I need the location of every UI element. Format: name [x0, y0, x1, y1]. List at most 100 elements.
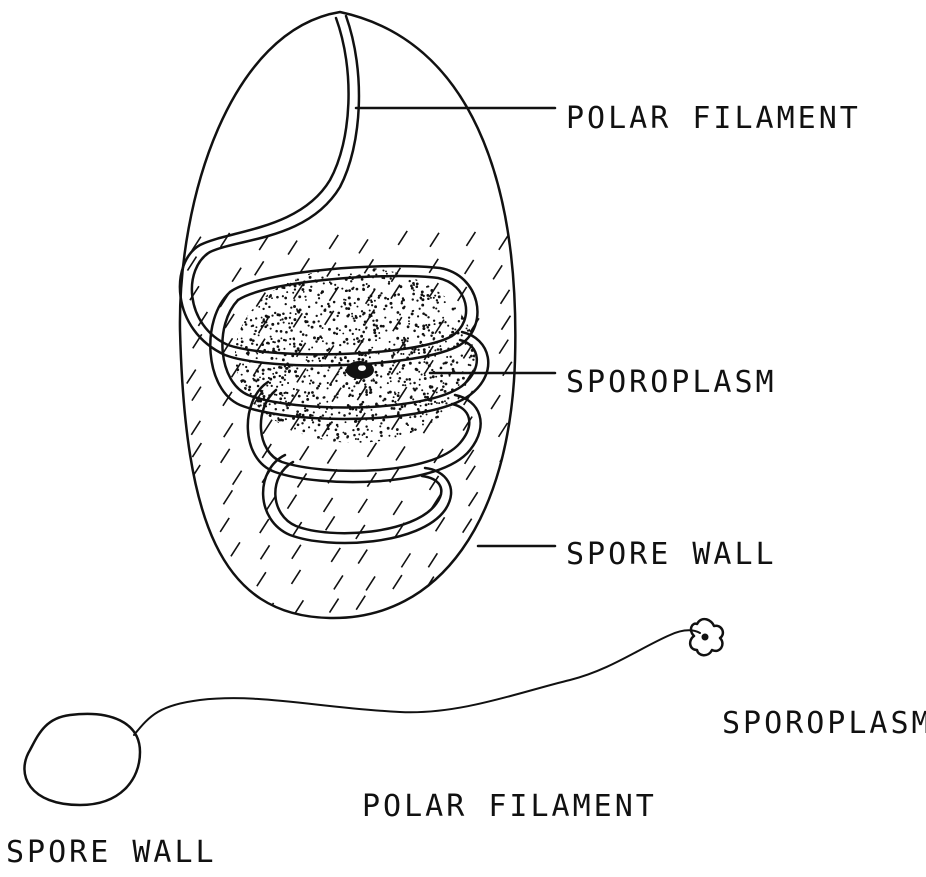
hatch-mark — [463, 519, 472, 533]
stipple-dot — [270, 267, 272, 269]
stipple-dot — [261, 270, 264, 273]
stipple-dot — [391, 354, 394, 357]
stipple-dot — [256, 298, 259, 301]
stipple-dot — [364, 354, 367, 357]
stipple-dot — [236, 338, 238, 340]
stipple-dot — [415, 404, 417, 406]
stipple-dot — [375, 371, 378, 374]
stipple-dot — [417, 315, 419, 317]
stipple-dot — [245, 323, 248, 326]
label-polar-filament: POLAR FILAMENT — [566, 101, 861, 136]
stipple-dot — [257, 439, 260, 442]
label-spore-wall: SPORE WALL — [566, 537, 777, 572]
stipple-dot — [364, 386, 366, 388]
stipple-dot — [404, 443, 406, 445]
stipple-dot — [252, 262, 254, 264]
stipple-dot — [290, 329, 293, 332]
stipple-dot — [423, 351, 426, 354]
stipple-dot — [440, 374, 443, 377]
stipple-dot — [358, 329, 360, 331]
stipple-dot — [298, 295, 301, 298]
hatch-mark — [493, 265, 502, 279]
stipple-dot — [297, 375, 299, 377]
stipple-dot — [333, 301, 336, 304]
stipple-dot — [451, 267, 454, 270]
stipple-dot — [379, 395, 382, 398]
stipple-dot — [289, 343, 291, 345]
stipple-dot — [400, 285, 403, 288]
stipple-dot — [271, 357, 274, 360]
stipple-dot — [275, 270, 278, 273]
stipple-dot — [253, 266, 256, 269]
hatch-mark — [398, 231, 407, 245]
stipple-dot — [406, 442, 408, 444]
stipple-dot — [253, 333, 255, 335]
stipple-dot — [286, 367, 289, 370]
stipple-dot — [468, 437, 470, 439]
stipple-dot — [379, 425, 381, 427]
stipple-dot — [421, 440, 423, 442]
stipple-dot — [437, 269, 440, 272]
stipple-dot — [262, 320, 265, 323]
stipple-dot — [262, 369, 265, 372]
stipple-dot — [362, 263, 365, 266]
stipple-dot — [433, 320, 435, 322]
stipple-dot — [292, 292, 294, 294]
stipple-dot — [289, 312, 291, 314]
stipple-dot — [323, 375, 326, 378]
stipple-dot — [460, 418, 463, 421]
stipple-dot — [419, 378, 421, 380]
stipple-dot — [251, 309, 253, 311]
stipple-dot — [412, 293, 415, 296]
stipple-dot — [295, 277, 297, 279]
stipple-dot — [274, 271, 276, 273]
stipple-dot — [380, 431, 383, 434]
hatch-mark — [298, 473, 307, 487]
stipple-dot — [239, 443, 241, 445]
stipple-dot — [443, 295, 445, 297]
stipple-dot — [438, 310, 440, 312]
stipple-dot — [437, 348, 440, 351]
stipple-dot — [419, 342, 421, 344]
stipple-dot — [451, 262, 453, 264]
stipple-dot — [472, 359, 474, 361]
stipple-dot — [455, 292, 457, 294]
stipple-dot — [368, 338, 371, 341]
stipple-dot — [289, 317, 291, 319]
stipple-dot — [237, 332, 239, 334]
stipple-dot — [235, 354, 237, 356]
stipple-dot — [469, 356, 471, 358]
hatch-mark — [300, 258, 309, 272]
stipple-dot — [281, 318, 283, 320]
stipple-dot — [254, 414, 256, 416]
stipple-dot — [256, 344, 258, 346]
stipple-dot — [444, 438, 447, 441]
hatch-mark — [401, 553, 410, 567]
stipple-dot — [353, 339, 355, 341]
stipple-dot — [288, 445, 290, 447]
stipple-dot — [323, 282, 325, 284]
hatch-mark — [324, 498, 333, 512]
stipple-dot — [425, 270, 427, 272]
stipple-dot — [375, 413, 377, 415]
stipple-dot — [451, 414, 454, 417]
stipple-dot — [430, 376, 432, 378]
stipple-dot — [345, 289, 348, 292]
stipple-dot — [441, 335, 444, 338]
stipple-dot — [293, 388, 295, 390]
stipple-dot — [413, 351, 415, 353]
stipple-dot — [356, 288, 359, 291]
stipple-dot — [415, 368, 418, 371]
stipple-dot — [372, 443, 374, 445]
stipple-dot — [430, 443, 433, 446]
stipple-dot — [389, 391, 392, 394]
stipple-dot — [374, 300, 376, 302]
stipple-dot — [312, 421, 314, 423]
stipple-dot — [335, 380, 337, 382]
stipple-dot — [394, 393, 396, 395]
hatch-mark — [428, 553, 437, 567]
stipple-dot — [402, 353, 404, 355]
hatch-mark — [331, 548, 340, 562]
stipple-dot — [384, 297, 387, 300]
stipple-dot — [306, 395, 308, 397]
